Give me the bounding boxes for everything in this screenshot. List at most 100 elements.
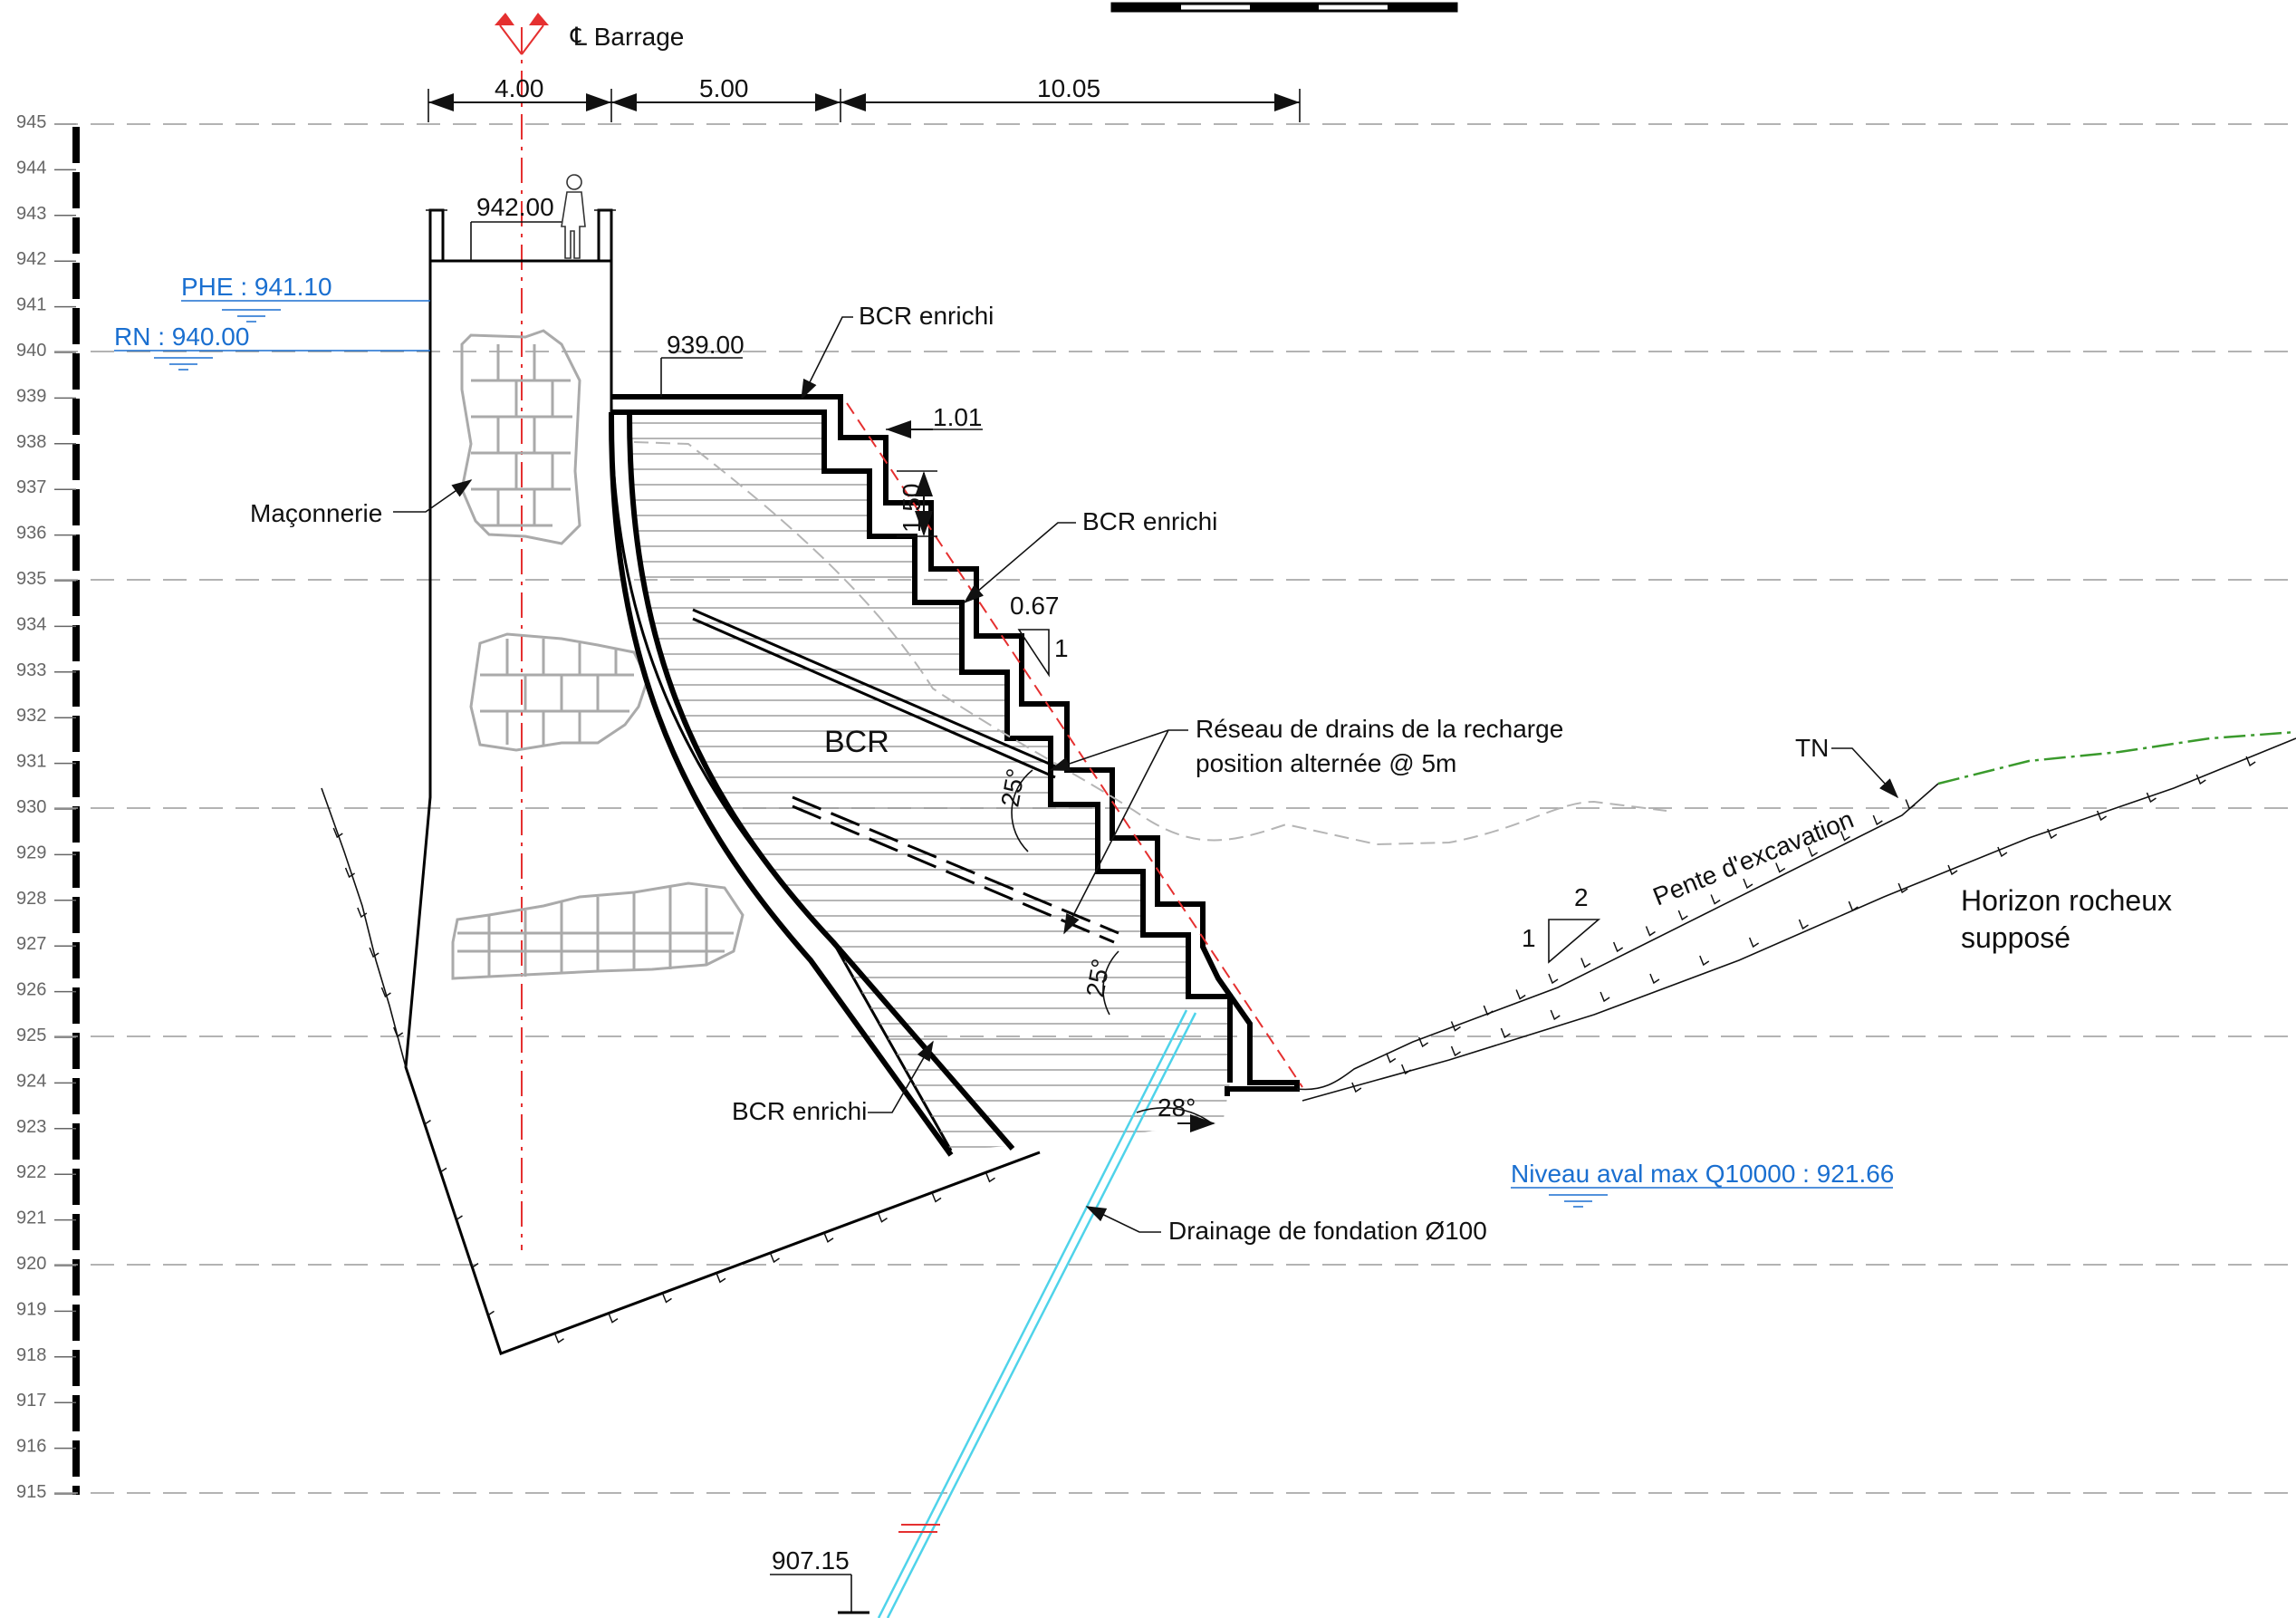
terrain-tick (1848, 900, 1859, 912)
pente-excavation-label: Pente d'excavation (1649, 805, 1858, 911)
elevation-tick-label: 943 (16, 204, 46, 224)
terrain-tick (1600, 991, 1610, 1003)
bcr-enrichi-steps-label: BCR enrichi (1082, 507, 1217, 535)
drain-angle-lower: 25° (1081, 957, 1115, 999)
slope-h-value: 0.67 (1010, 592, 1060, 620)
terrain-tick (452, 1209, 463, 1221)
step-width-dim: 1.01 (933, 403, 983, 431)
terrain-tick (1710, 894, 1721, 905)
terrain-tick (393, 1026, 404, 1038)
bcr-enrichi-bottom-label: BCR enrichi (732, 1097, 867, 1125)
terrain-tick (1450, 1045, 1461, 1057)
masonry-pattern (451, 329, 745, 980)
terrain-tick (553, 1333, 564, 1344)
terrain-tick (823, 1232, 834, 1243)
horizon-label-line1: Horizon rocheux (1961, 884, 2172, 917)
drain-angle-upper: 25° (995, 766, 1030, 809)
excavation-slope-triangle-icon (1548, 919, 1601, 964)
slope-triangle-icon (1017, 629, 1050, 678)
maconnerie-label: Maçonnerie (250, 499, 382, 527)
elevation-tick-label: 938 (16, 432, 46, 452)
terrain-tick (369, 947, 379, 958)
terrain-tick (1550, 1009, 1561, 1021)
crest-width-dim: 4.00 (495, 74, 544, 102)
drain-bottom-elevation: 907.15 (772, 1546, 850, 1575)
downstream-max-level: Niveau aval max Q10000 : 921.66 (1511, 1160, 1894, 1188)
elevation-tick-label: 936 (16, 524, 46, 544)
terrain-tick (1450, 1021, 1461, 1032)
terrain-tick (1840, 831, 1850, 842)
terrain-tick (1401, 1064, 1412, 1075)
terrain-tick (661, 1293, 672, 1304)
person-icon (561, 174, 586, 259)
terrain-tick (877, 1212, 888, 1223)
bcr-label: BCR (824, 725, 889, 759)
terrain-tick (1645, 926, 1656, 937)
elevation-tick-label: 920 (16, 1254, 46, 1274)
terrain-tick (1548, 973, 1559, 985)
foundation-drain: 28° Drainage de fondation Ø100 907.15 (770, 1009, 1487, 1618)
grid-lines (54, 123, 2296, 1494)
base-offset-dim: 10.05 (1037, 74, 1100, 102)
terrain-tick (1748, 937, 1760, 949)
foundation-drain-angle: 28° (1158, 1093, 1196, 1122)
terrain-tick (1500, 1027, 1511, 1039)
terrain-tick (1807, 846, 1819, 858)
elevation-tick-label: 916 (16, 1437, 46, 1457)
terrain-tick (2245, 756, 2256, 767)
excavation-slope-v: 1 (1522, 924, 1536, 952)
drains-label-line1: Réseau de drains de la recharge (1196, 715, 1563, 743)
terrain-tick (1515, 989, 1526, 1000)
terrain-tick (357, 907, 368, 919)
centerline-marker-icon (495, 13, 514, 25)
terrain-tick (1612, 941, 1624, 953)
terrain-tick (1905, 799, 1916, 810)
bcr-recharge: BCR (609, 394, 1667, 1157)
terrain-tick (420, 1114, 431, 1125)
elevation-ruler: 9459449439429419409399389379369359349339… (16, 112, 80, 1502)
elevation-tick-label: 928 (16, 889, 46, 909)
terrain-tick (1417, 1036, 1429, 1048)
elevation-tick-label: 944 (16, 158, 46, 178)
terrain-tick (1775, 862, 1786, 873)
elevation-tick-label: 935 (16, 569, 46, 589)
terrain-tick (1483, 1005, 1494, 1016)
elevation-tick-label: 926 (16, 980, 46, 1000)
phe-level: PHE : 941.10 (181, 273, 332, 301)
terrain-tick (1580, 958, 1591, 968)
bcr-enrichi-top-label: BCR enrichi (859, 302, 994, 330)
elevation-tick-label: 937 (16, 477, 46, 497)
elevation-tick-label: 927 (16, 934, 46, 954)
terrain-tick (2146, 792, 2157, 804)
elevation-tick-label: 925 (16, 1026, 46, 1045)
water-level-icon (222, 309, 281, 323)
drainage-fondation-label: Drainage de fondation Ø100 (1168, 1217, 1487, 1245)
elevation-tick-label: 921 (16, 1209, 46, 1228)
upper-offset-dim: 5.00 (699, 74, 749, 102)
elevation-tick-label: 924 (16, 1071, 46, 1091)
elevation-tick-label: 923 (16, 1117, 46, 1137)
recharge-annotations: 939.00 BCR enrichi 1.01 1.50 BCR enrichi… (660, 302, 1563, 1125)
step-height-dim: 1.50 (898, 484, 926, 534)
terrain-tick (608, 1313, 619, 1324)
tn-label: TN (1795, 734, 1829, 762)
terrain-tick (332, 827, 343, 839)
terrain-tick (437, 1162, 447, 1173)
terrain-tick (1743, 878, 1753, 890)
masonry-dam-body: 942.00 Maçonnerie (250, 174, 1041, 1355)
terrain-tick (1649, 973, 1660, 985)
water-levels: PHE : 941.10 RN : 940.00 Niveau aval max… (114, 273, 1894, 1208)
terrain-tick (716, 1272, 726, 1284)
drains-label-line2: position alternée @ 5m (1196, 749, 1456, 777)
terrain-tick (2096, 810, 2108, 822)
elevation-tick-label: 931 (16, 752, 46, 772)
elevation-tick-label: 934 (16, 614, 46, 634)
terrain: TN Pente d'excavation 2 1 Horizon rocheu… (321, 730, 2296, 1344)
crest-elevation: 942.00 (476, 193, 554, 221)
terrain-tick (1677, 910, 1688, 921)
terrain-tick (1386, 1053, 1397, 1064)
rn-level: RN : 940.00 (114, 323, 249, 351)
terrain-tick (484, 1305, 495, 1316)
elevation-tick-label: 942 (16, 249, 46, 269)
